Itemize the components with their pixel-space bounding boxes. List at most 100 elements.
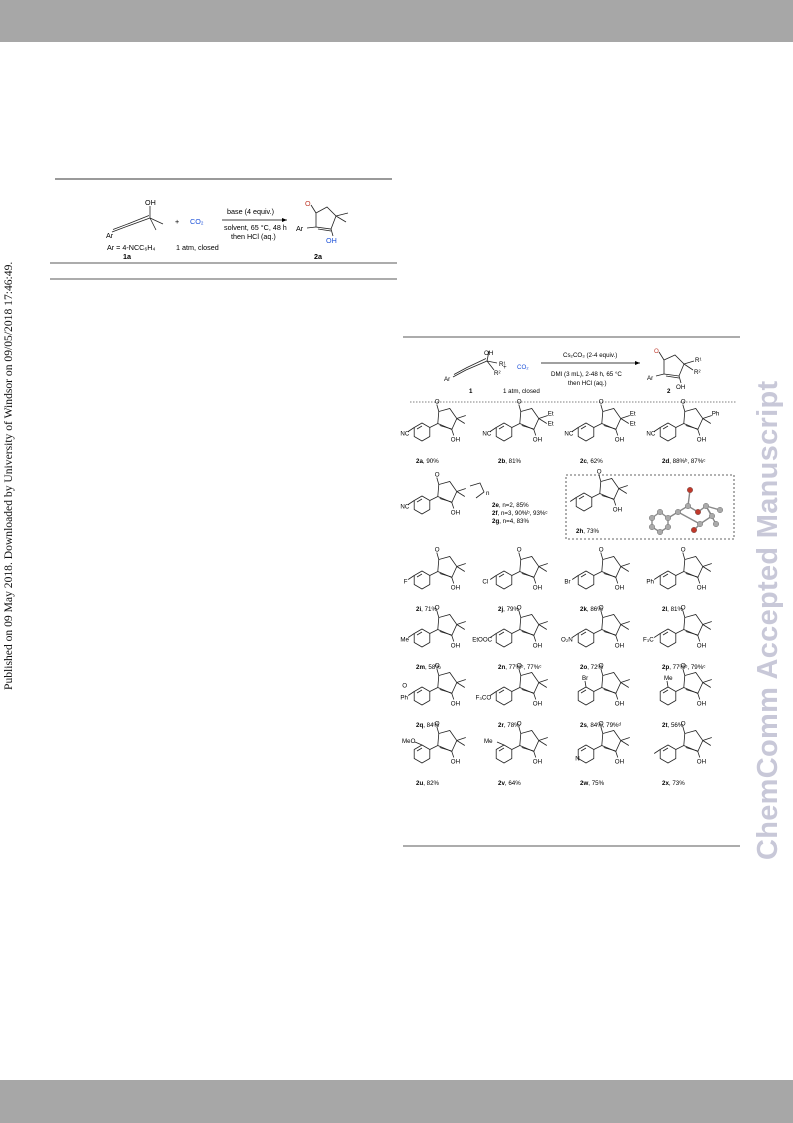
aryl-link bbox=[511, 745, 520, 750]
yield-text: , 62% bbox=[587, 458, 603, 465]
compound-id-2a: 2a bbox=[314, 252, 323, 261]
aryl-link bbox=[593, 571, 602, 576]
carbonyl-bond bbox=[682, 610, 686, 618]
aryl-link bbox=[429, 629, 438, 634]
methyl-bond bbox=[538, 418, 548, 424]
methyl-bond bbox=[702, 418, 712, 424]
methyl-bond bbox=[702, 415, 712, 419]
furanone-double-bond bbox=[439, 573, 452, 578]
methyl-bond bbox=[456, 682, 466, 688]
aryl-ring bbox=[413, 744, 431, 764]
methyl-bond bbox=[620, 624, 630, 630]
substituent-label: Br bbox=[564, 579, 570, 586]
furanone-ring bbox=[437, 481, 458, 504]
hydroxyl-label: OH bbox=[533, 759, 542, 766]
aryl-double-bond bbox=[580, 425, 587, 430]
hydroxyl-label: OH bbox=[451, 437, 460, 444]
carbonyl-bond bbox=[436, 552, 440, 560]
substituent-bond bbox=[569, 497, 577, 502]
carbonyl-o-label: O bbox=[435, 721, 440, 728]
aryl-double-bond bbox=[662, 425, 669, 430]
carbonyl-bond bbox=[598, 474, 602, 482]
methyl-bond bbox=[620, 563, 630, 567]
carbonyl-bond bbox=[682, 404, 686, 412]
substituent-label: NC bbox=[482, 431, 491, 438]
compound-id: 2d bbox=[662, 458, 669, 465]
substituent-label: Me bbox=[484, 738, 493, 745]
furanone-double-bond bbox=[439, 747, 452, 752]
substituent-bond bbox=[407, 575, 415, 580]
substrate-ar-label: Ar bbox=[106, 231, 114, 240]
carbonyl-o-label: O bbox=[681, 605, 686, 612]
carbonyl-o-label: O bbox=[681, 663, 686, 670]
compound-id: 2t bbox=[662, 722, 668, 729]
carbonyl-o-label: O bbox=[435, 472, 440, 479]
alkyl-label: Et bbox=[630, 411, 636, 418]
ortep-bond bbox=[677, 511, 701, 525]
hydroxyl-label: OH bbox=[615, 643, 624, 650]
hydroxyl-label: OH bbox=[615, 701, 624, 708]
furanone-double-bond bbox=[603, 631, 616, 636]
substituent-label: F₃CO bbox=[476, 695, 492, 702]
substrate1-ar: Ar bbox=[444, 376, 450, 383]
arrow-condition-bottom-1: solvent, 65 °C, 48 h bbox=[224, 223, 287, 232]
methyl-bond bbox=[538, 682, 548, 688]
yield-text: , 77%ᵇ, 79%ᶜ bbox=[669, 664, 706, 671]
methyl-bond bbox=[620, 737, 630, 741]
aryl-double-bond bbox=[498, 425, 505, 430]
furanone-ring bbox=[683, 556, 704, 579]
hydroxyl-bond bbox=[615, 693, 619, 700]
substituent-bond bbox=[584, 680, 587, 688]
aryl-double-bond bbox=[580, 747, 587, 752]
aryl-double-bond bbox=[662, 689, 669, 694]
ortep-atom bbox=[691, 527, 698, 534]
hydroxyl-label: OH bbox=[697, 643, 706, 650]
methyl-bond bbox=[702, 621, 712, 625]
hydroxyl-label: OH bbox=[613, 507, 622, 514]
yield-text: , 81% bbox=[667, 606, 683, 613]
furanone-ring bbox=[519, 614, 540, 637]
ortep-atom bbox=[657, 529, 664, 536]
compound-id: 2v bbox=[498, 780, 505, 787]
substituent-label: NC bbox=[400, 504, 409, 511]
ortep-atom bbox=[697, 521, 704, 528]
substituent-bond bbox=[571, 575, 579, 580]
substituent-bond bbox=[496, 741, 505, 746]
aryl-double-bond bbox=[416, 425, 423, 430]
carbonyl-bond bbox=[436, 477, 440, 485]
furanone-ring bbox=[601, 672, 622, 695]
aryl-ring bbox=[575, 492, 593, 512]
furanone-double-bond bbox=[685, 747, 698, 752]
hydroxyl-bond bbox=[697, 693, 701, 700]
aryl-double-bond bbox=[416, 573, 423, 578]
furanone-double-bond bbox=[439, 425, 452, 430]
compound-id: 2c bbox=[580, 458, 587, 465]
substituent-bond bbox=[414, 741, 423, 746]
aryl-double-bond bbox=[580, 689, 587, 694]
aryl-ring bbox=[659, 744, 677, 764]
product-caption: 2o, 72% bbox=[580, 664, 604, 671]
furanone-ring bbox=[683, 614, 704, 637]
carbonyl-bond bbox=[436, 404, 440, 412]
furanone-ring bbox=[437, 556, 458, 579]
substituent-label: Cl bbox=[482, 579, 488, 586]
ortep-atom bbox=[649, 515, 656, 522]
aryl-ring bbox=[495, 686, 513, 706]
methyl-bond bbox=[538, 624, 548, 630]
methyl-bond bbox=[620, 682, 630, 688]
carbonyl-o-label: O bbox=[435, 547, 440, 554]
product-caption: 2h, 73% bbox=[576, 528, 600, 535]
product-caption: 2b, 81% bbox=[498, 458, 522, 465]
furanone-double-bond bbox=[603, 689, 616, 694]
co2-label-2: CO₂ bbox=[517, 364, 529, 371]
substituent-label: F₃C bbox=[643, 637, 654, 644]
yield-text: , 78% bbox=[504, 722, 520, 729]
hydroxyl-label: OH bbox=[451, 585, 460, 592]
